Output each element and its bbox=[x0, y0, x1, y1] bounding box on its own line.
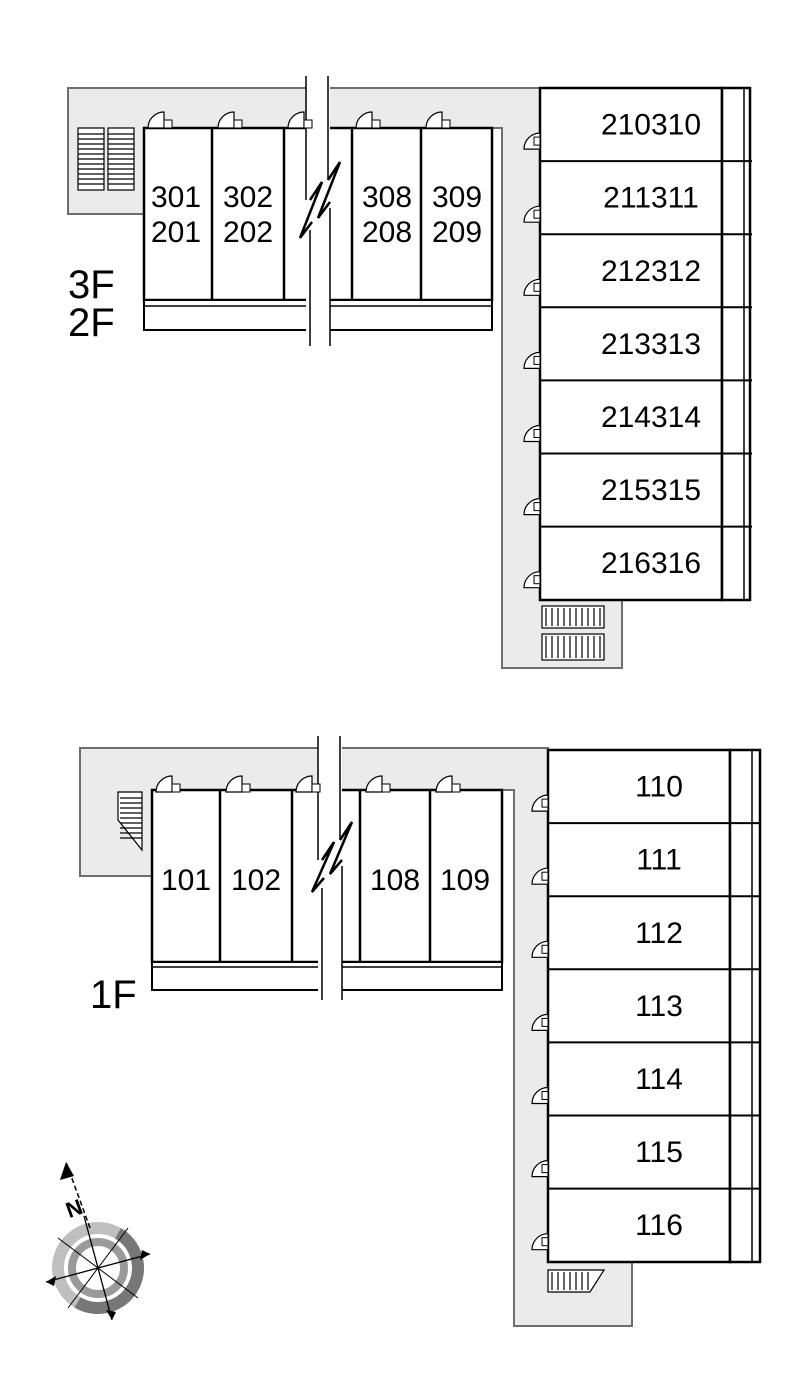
unit-label: 102 bbox=[231, 864, 281, 897]
door-icon bbox=[435, 775, 453, 793]
floor-label-1f: 1F bbox=[90, 973, 137, 1017]
unit-label: 116 bbox=[635, 1209, 683, 1242]
upper-east-block bbox=[538, 86, 724, 602]
unit-label: 110 bbox=[635, 771, 683, 804]
unit-label: 210310 bbox=[601, 109, 701, 142]
door-icon bbox=[217, 111, 235, 129]
compass: N bbox=[45, 1161, 151, 1321]
ground-stairs-south bbox=[547, 1269, 606, 1293]
unit-label: 213313 bbox=[601, 328, 701, 361]
ground-east-balcony bbox=[728, 748, 762, 1264]
unit-label: 115 bbox=[635, 1136, 683, 1169]
unit-label: 114 bbox=[635, 1063, 683, 1096]
door-icon bbox=[155, 775, 173, 793]
unit-label: 111 bbox=[636, 844, 682, 877]
door-icon bbox=[365, 775, 383, 793]
unit-label: 101 bbox=[161, 864, 211, 897]
door-icon bbox=[147, 111, 165, 129]
upper-stairs-west bbox=[77, 127, 135, 191]
unit-label: 202 bbox=[223, 216, 273, 249]
unit-label: 301 bbox=[151, 181, 201, 214]
door-icon bbox=[295, 775, 313, 793]
ground-east-block bbox=[546, 748, 732, 1264]
unit-label: 209 bbox=[432, 216, 482, 249]
unit-label: 216316 bbox=[601, 547, 701, 580]
ground-stairs-west bbox=[117, 791, 143, 852]
unit-label: 211311 bbox=[603, 182, 699, 215]
unit-label: 215315 bbox=[601, 474, 701, 507]
unit-label: 201 bbox=[151, 216, 201, 249]
north-arrow-icon bbox=[60, 1162, 74, 1180]
ground-floor-plan: 101 102 108 109 110 111 112 113 114 115 116 1F bbox=[79, 736, 762, 1327]
unit-label: 208 bbox=[362, 216, 412, 249]
upper-floor-plan: 301 201 302 202 308 208 309 209 210310 21… bbox=[67, 76, 752, 669]
door-icon bbox=[225, 775, 243, 793]
unit-label: 113 bbox=[635, 990, 683, 1023]
unit-label: 214314 bbox=[601, 401, 701, 434]
unit-label: 302 bbox=[223, 181, 273, 214]
unit-label: 108 bbox=[370, 864, 420, 897]
unit-label: 309 bbox=[432, 181, 482, 214]
compass-ring-inner bbox=[68, 1238, 128, 1298]
upper-stairs-south bbox=[541, 605, 605, 661]
floor-label-2f: 2F bbox=[68, 301, 115, 345]
unit-label: 112 bbox=[635, 917, 683, 950]
floor-label-3f: 3F bbox=[68, 263, 115, 307]
door-icon bbox=[425, 111, 443, 129]
north-label: N bbox=[62, 1194, 85, 1223]
door-icon bbox=[355, 111, 373, 129]
unit-label: 212312 bbox=[601, 255, 701, 288]
unit-label: 308 bbox=[362, 181, 412, 214]
unit-label: 109 bbox=[440, 864, 490, 897]
door-icon bbox=[287, 111, 305, 129]
upper-east-balcony bbox=[720, 86, 752, 602]
